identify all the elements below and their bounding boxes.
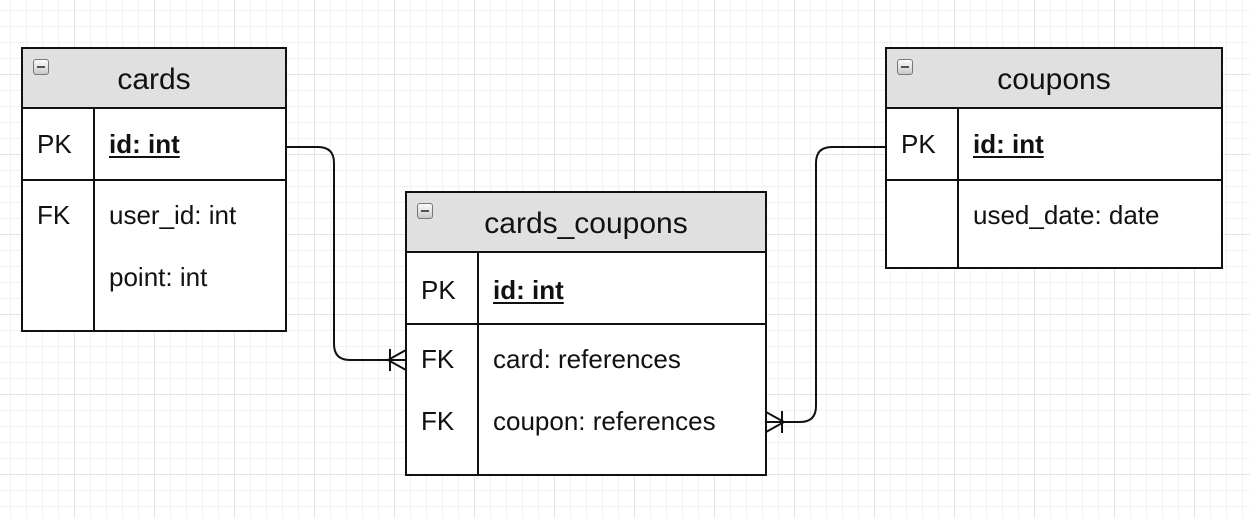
table-body: PK id: int used_date: date bbox=[887, 109, 1221, 267]
crows-foot-many-icon bbox=[765, 411, 785, 433]
table-body: PK id: int FK card: references FK coupon… bbox=[407, 253, 765, 474]
crows-foot-many-icon bbox=[387, 349, 407, 371]
field-label: id: int bbox=[109, 129, 180, 159]
table-header[interactable]: cards bbox=[23, 49, 285, 109]
field-label: id: int bbox=[973, 129, 1044, 159]
table-cards[interactable]: cards PK id: int FK user_id: int point: … bbox=[21, 47, 287, 332]
primary-key-section: PK id: int bbox=[887, 109, 1221, 181]
attributes-section: FK card: references FK coupon: reference… bbox=[407, 325, 765, 474]
attributes-section: FK user_id: int point: int bbox=[23, 181, 285, 330]
table-title: cards bbox=[117, 63, 191, 96]
key-column-divider bbox=[407, 253, 479, 474]
primary-key-section: PK id: int bbox=[23, 109, 285, 181]
key-label: PK bbox=[901, 129, 936, 159]
field-row[interactable]: FK card: references bbox=[407, 342, 765, 376]
key-label: PK bbox=[37, 129, 72, 159]
key-label: FK bbox=[421, 344, 455, 374]
table-body: PK id: int FK user_id: int point: int bbox=[23, 109, 285, 330]
field-label: used_date: date bbox=[973, 200, 1160, 230]
field-row[interactable]: FK user_id: int bbox=[23, 198, 285, 232]
field-row[interactable]: point: int bbox=[23, 260, 285, 294]
collapse-icon[interactable] bbox=[897, 59, 913, 75]
field-row[interactable]: PK id: int bbox=[887, 127, 1221, 161]
key-column-divider bbox=[887, 109, 959, 267]
table-title: cards_coupons bbox=[484, 207, 688, 240]
table-header[interactable]: cards_coupons bbox=[407, 193, 765, 253]
key-label: FK bbox=[37, 200, 71, 230]
field-row[interactable]: PK id: int bbox=[23, 127, 285, 161]
relationship-line-coupons-to-cards-coupons[interactable] bbox=[766, 146, 886, 423]
field-label: coupon: references bbox=[493, 406, 716, 436]
field-row[interactable]: FK coupon: references bbox=[407, 404, 765, 438]
table-header[interactable]: coupons bbox=[887, 49, 1221, 109]
attributes-section: used_date: date bbox=[887, 181, 1221, 267]
collapse-icon[interactable] bbox=[417, 203, 433, 219]
field-label: card: references bbox=[493, 344, 681, 374]
field-label: point: int bbox=[109, 262, 208, 292]
key-column-divider bbox=[23, 109, 95, 330]
field-label: id: int bbox=[493, 275, 564, 305]
key-label: FK bbox=[421, 406, 455, 436]
key-label: PK bbox=[421, 275, 456, 305]
primary-key-section: PK id: int bbox=[407, 253, 765, 325]
table-title: coupons bbox=[997, 63, 1111, 96]
field-label: user_id: int bbox=[109, 200, 237, 230]
relationship-line-cards-to-cards-coupons[interactable] bbox=[287, 146, 406, 361]
table-coupons[interactable]: coupons PK id: int used_date: date bbox=[885, 47, 1223, 269]
field-row[interactable]: PK id: int bbox=[407, 273, 765, 307]
table-cards-coupons[interactable]: cards_coupons PK id: int FK card: refere… bbox=[405, 191, 767, 476]
field-row[interactable]: used_date: date bbox=[887, 198, 1221, 232]
collapse-icon[interactable] bbox=[33, 59, 49, 75]
